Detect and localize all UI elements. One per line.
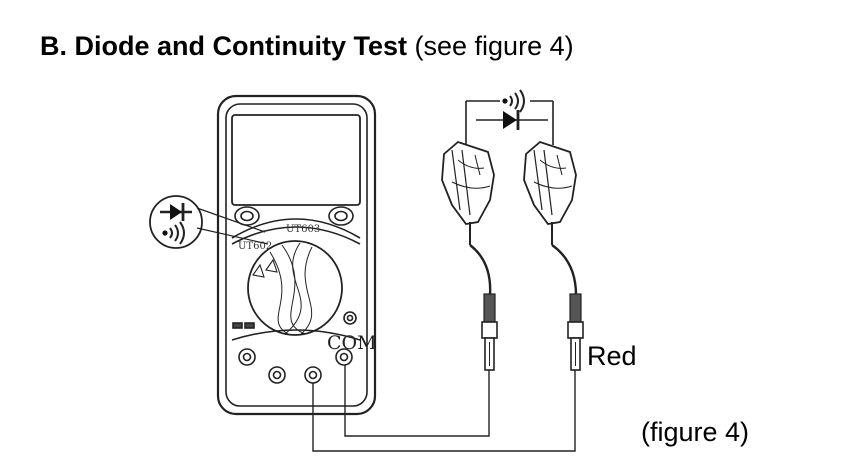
com-label: COM [327, 332, 377, 354]
lcd-display [231, 114, 361, 206]
section-heading: B. Diode and Continuity Test (see figure… [40, 30, 574, 62]
multimeter-body: UT603 UT602 COM [216, 94, 377, 416]
right-button [328, 206, 354, 226]
com-jack [335, 348, 353, 366]
symbol-callout [149, 195, 269, 249]
left-button [234, 206, 260, 226]
probe-plug-icon [567, 293, 584, 371]
continuity-icon [502, 89, 525, 113]
probe-plug-icon [481, 293, 498, 371]
input-jack-2 [268, 366, 286, 384]
input-jack-1 [238, 348, 256, 366]
alligator-clip-left [441, 140, 495, 245]
figure-caption: (figure 4) [641, 417, 750, 447]
diode-icon [160, 203, 192, 221]
red-lead-label: Red [587, 341, 637, 371]
model-label-ut602: UT602 [238, 241, 272, 252]
fuse-icon [343, 311, 357, 325]
heading-subtitle: (see figure 4) [414, 31, 574, 61]
heading-title: B. Diode and Continuity Test [40, 31, 407, 61]
diode-icon [476, 110, 548, 130]
alligator-clip-right [523, 140, 577, 245]
continuity-icon [162, 221, 185, 245]
rotary-dial [247, 240, 343, 336]
model-label-ut603: UT603 [286, 224, 320, 235]
